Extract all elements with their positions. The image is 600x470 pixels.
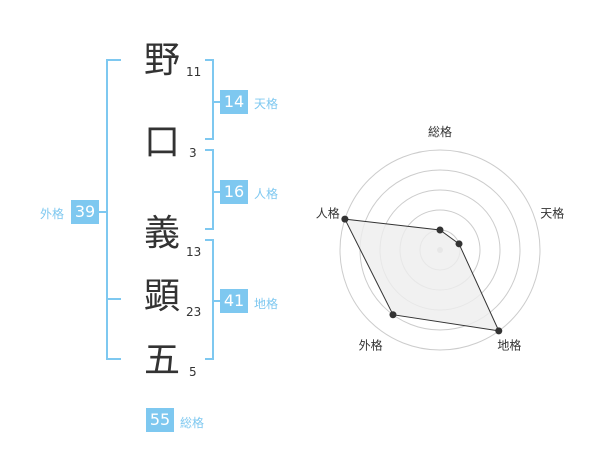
name-char-4: 顕 — [143, 276, 180, 317]
radar-point — [341, 215, 349, 223]
radar-point — [389, 311, 397, 319]
radar-points — [341, 215, 503, 335]
chikaku-label: 地格 — [254, 297, 279, 311]
tenkaku-value: 14 — [220, 90, 248, 114]
gaikaku-bracket — [106, 59, 121, 360]
stroke-count-1: 11 — [186, 65, 202, 79]
radar-axis-label: 天格 — [540, 206, 564, 221]
tenkaku-bracket — [205, 59, 214, 140]
stroke-count-3: 13 — [186, 245, 202, 259]
radar-point — [455, 240, 463, 248]
radar-axis-label: 外格 — [359, 337, 383, 352]
soukaku-value: 55 — [146, 408, 174, 432]
name-char-2: 口 — [143, 122, 180, 163]
soukaku-label: 総格 — [180, 416, 205, 430]
radar-ring — [339, 149, 541, 351]
tenkaku-label: 天格 — [254, 97, 279, 111]
radar-point — [436, 226, 444, 234]
name-char-5: 五 — [143, 340, 180, 381]
chikaku-value: 41 — [220, 289, 248, 313]
gaikaku-value: 39 — [71, 200, 99, 224]
gaikaku-label: 外格 — [40, 207, 65, 221]
radar-point — [495, 327, 503, 335]
stroke-count-5: 5 — [189, 365, 197, 379]
chikaku-bracket — [205, 239, 214, 360]
grade-brackets — [99, 59, 221, 360]
name-char-3: 義 — [143, 213, 180, 254]
jinkaku-bracket — [205, 149, 214, 230]
jinkaku-value: 16 — [220, 180, 248, 204]
stroke-count-4: 23 — [186, 305, 202, 319]
stroke-count-2: 3 — [189, 146, 197, 160]
jinkaku-label: 人格 — [254, 187, 279, 201]
radar-polygon — [344, 218, 500, 332]
radar-axis-label: 総格 — [428, 124, 452, 139]
radar-axis-label: 地格 — [497, 337, 521, 352]
name-char-1: 野 — [143, 40, 180, 81]
radar-axis-label: 人格 — [316, 206, 340, 221]
